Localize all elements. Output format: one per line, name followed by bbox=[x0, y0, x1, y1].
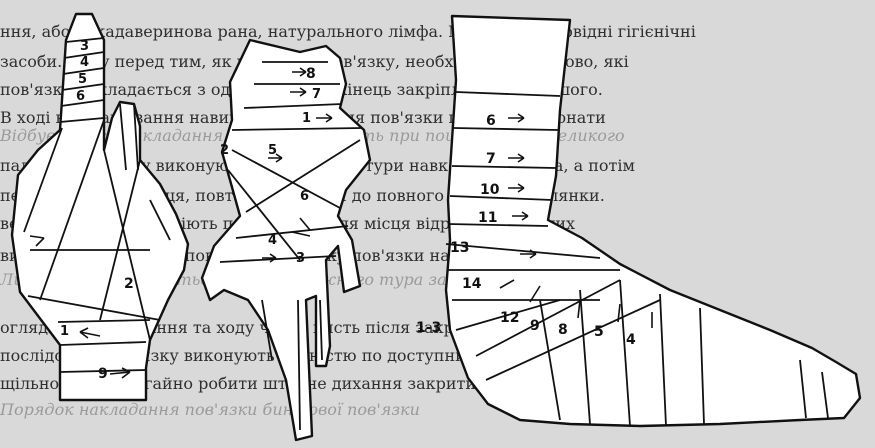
label-8: 8 bbox=[558, 322, 568, 338]
label-5: 5 bbox=[268, 143, 277, 158]
label-2: 2 bbox=[220, 143, 229, 158]
label-9: 9 bbox=[98, 366, 108, 382]
figure-hand-palm: 8 7 1 2 5 6 4 3 bbox=[202, 40, 370, 440]
label-6: 6 bbox=[486, 113, 496, 129]
label-14: 14 bbox=[462, 276, 482, 292]
label-11: 11 bbox=[478, 210, 497, 226]
label-4: 4 bbox=[80, 55, 89, 70]
label-1: 1 bbox=[60, 324, 69, 339]
label-12: 12 bbox=[500, 310, 519, 326]
label-9: 9 bbox=[530, 318, 540, 334]
label-3: 3 bbox=[80, 39, 89, 54]
label-5: 5 bbox=[594, 324, 604, 340]
hand-outline bbox=[12, 14, 188, 400]
label-6: 6 bbox=[300, 189, 309, 204]
label-7: 7 bbox=[312, 87, 321, 102]
palm-outline bbox=[202, 40, 370, 440]
foot-outline bbox=[446, 16, 860, 426]
label-7: 7 bbox=[486, 151, 496, 167]
label-5: 5 bbox=[78, 72, 87, 87]
label-13: 13 bbox=[450, 240, 469, 256]
label-4: 4 bbox=[626, 332, 636, 348]
label-1-3: 1-3 bbox=[416, 320, 441, 336]
label-8: 8 bbox=[306, 66, 316, 82]
label-2: 2 bbox=[124, 276, 134, 292]
label-3: 3 bbox=[296, 251, 305, 266]
label-1: 1 bbox=[302, 111, 311, 126]
figure-hand-thumb: 3 4 5 6 2 1 9 bbox=[12, 14, 188, 400]
figure-foot: 6 7 10 11 13 14 1-3 12 9 8 5 4 bbox=[416, 16, 860, 426]
label-10: 10 bbox=[480, 182, 500, 198]
label-4: 4 bbox=[268, 233, 277, 248]
label-6: 6 bbox=[76, 89, 85, 104]
